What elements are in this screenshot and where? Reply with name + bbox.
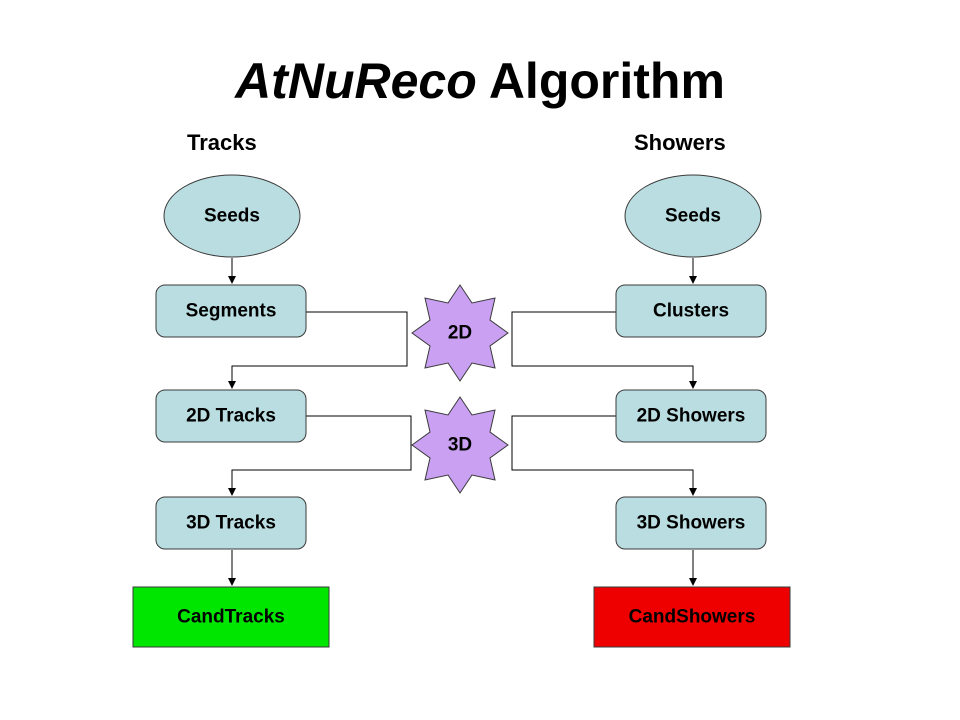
candshowers-box: [593, 586, 791, 648]
stage-2d-star: [411, 284, 509, 382]
segments-label: Segments: [186, 301, 277, 322]
arrow-clusters-to-2d-showers: [511, 311, 697, 389]
candtracks-box: [132, 586, 330, 648]
showers-column-heading: Showers: [634, 130, 726, 155]
seeds-showers-label: Seeds: [665, 206, 721, 227]
tracks-2d-box: [155, 389, 307, 443]
stage-3d-star: [411, 396, 509, 494]
showers-3d-label: 3D Showers: [637, 513, 746, 534]
stage-2d-label: 2D: [448, 323, 472, 344]
page-title: AtNuReco Algorithm: [0, 52, 960, 110]
candtracks-label: CandTracks: [177, 607, 285, 628]
arrow-2d-tracks-to-3d-tracks: [228, 415, 412, 496]
seeds-showers-ellipse: [624, 174, 762, 258]
seeds-tracks-label: Seeds: [204, 206, 260, 227]
showers-2d-box: [615, 389, 767, 443]
clusters-box: [615, 284, 767, 338]
showers-2d-label: 2D Showers: [637, 406, 746, 427]
seeds-tracks-ellipse: [163, 174, 301, 258]
showers-3d-box: [615, 496, 767, 550]
tracks-column-heading: Tracks: [187, 130, 257, 155]
title-italic-part: AtNuReco: [235, 53, 477, 109]
segments-box: [155, 284, 307, 338]
stage-3d-label: 3D: [448, 435, 472, 456]
arrow-2d-showers-to-3d-showers: [511, 415, 697, 496]
tracks-connectors: [228, 258, 412, 586]
tracks-2d-label: 2D Tracks: [186, 406, 276, 427]
tracks-3d-label: 3D Tracks: [186, 513, 276, 534]
candshowers-label: CandShowers: [629, 607, 756, 628]
title-rest-part: Algorithm: [488, 53, 725, 109]
showers-connectors: [511, 258, 697, 586]
tracks-3d-box: [155, 496, 307, 550]
arrow-segments-to-2d-tracks: [228, 311, 408, 389]
clusters-label: Clusters: [653, 301, 729, 322]
